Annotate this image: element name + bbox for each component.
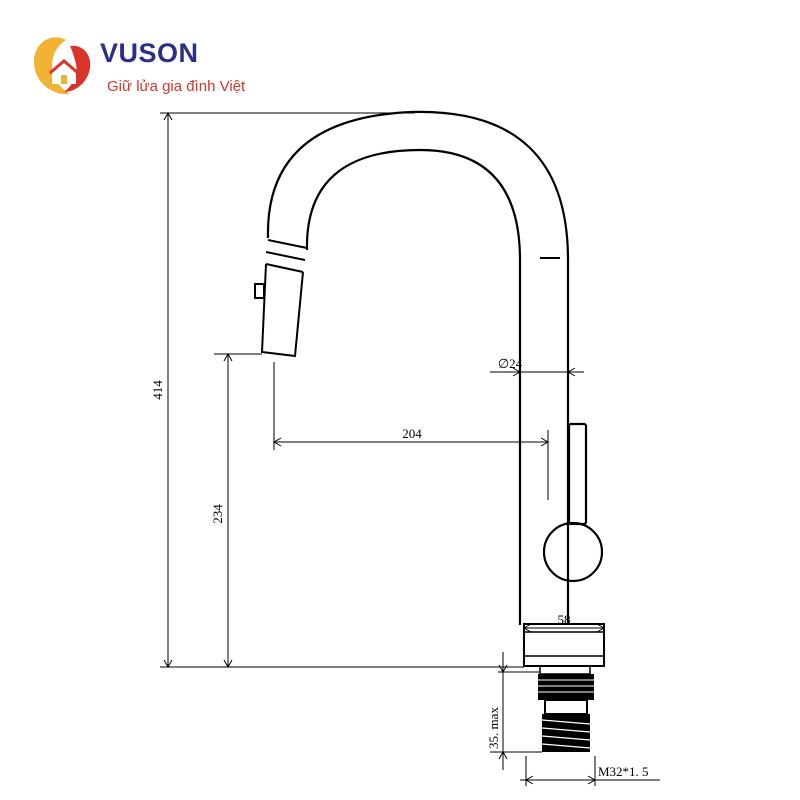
dim-thread: M32*1. 5 xyxy=(598,764,649,779)
handle xyxy=(542,422,604,583)
brand-name: VUSON xyxy=(100,38,199,68)
dim-body-diameter: ∅24 xyxy=(498,356,523,371)
dim-max-thickness: 35. max xyxy=(486,707,501,749)
dim-total-height: 414 xyxy=(150,380,165,400)
dim-base-width: 58 xyxy=(558,612,571,627)
faucet-outline xyxy=(254,110,570,625)
vuson-logo-mark-icon xyxy=(34,37,91,95)
brand-slogan: Giữ lửa gia đình Việt xyxy=(107,78,246,95)
dimension-lines xyxy=(160,111,660,786)
dim-spout-height: 234 xyxy=(210,504,225,524)
brand-logo: VUSON Giữ lửa gia đình Việt xyxy=(30,32,270,102)
dim-reach: 204 xyxy=(402,426,422,441)
base-and-mounting xyxy=(523,623,605,752)
